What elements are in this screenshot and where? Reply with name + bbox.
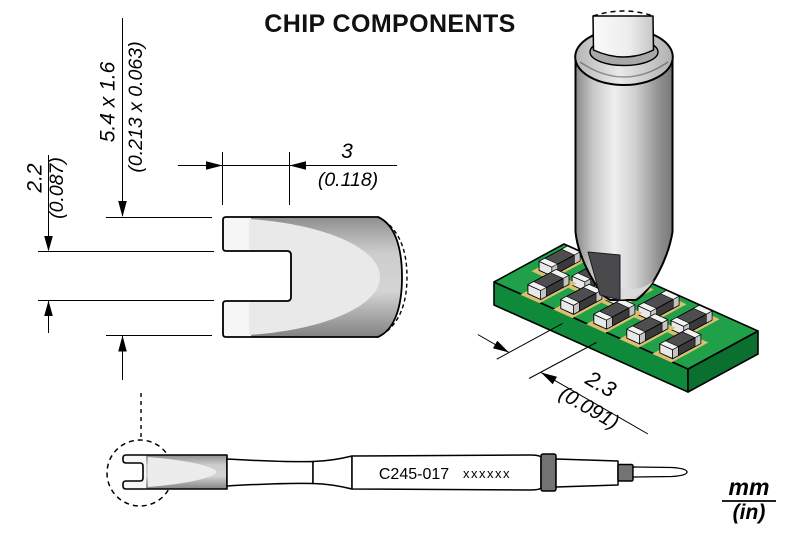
dim-slot-mm: 2.2 <box>24 163 47 194</box>
front-view-drawing: 5.4 x 1.6 (0.213 x 0.063) 2.2 (0.087) 3 … <box>24 18 408 380</box>
soldering-tip-3d <box>574 10 674 301</box>
dim-slot-in: (0.087) <box>46 157 68 219</box>
dim-overall-mm: 5.4 x 1.6 <box>97 61 120 142</box>
fork-notch-opening <box>587 251 621 301</box>
iso-illustration: 2.3 (0.091) <box>477 10 759 435</box>
page-title: CHIP COMPONENTS <box>264 10 516 38</box>
dimension-depth: 3 (0.118) <box>178 140 397 191</box>
hidden-cylinder-arc <box>377 216 408 338</box>
tip-rod <box>632 466 688 478</box>
units-metric: mm <box>729 474 770 500</box>
cartridge-shaft <box>226 453 688 492</box>
tip-front-shape <box>222 216 408 338</box>
cartridge-model-label: C245-017 <box>379 466 449 483</box>
cartridge-side-view: C245-017 xxxxxx <box>106 393 688 507</box>
units-imperial: (in) <box>733 501 766 524</box>
dimension-overall: 5.4 x 1.6 (0.213 x 0.063) <box>97 18 147 380</box>
dim-overall-in: (0.213 x 0.063) <box>125 41 147 172</box>
cartridge-marking-label: xxxxxx <box>463 466 511 481</box>
tip-side-shape <box>122 454 228 490</box>
extension-lines <box>38 152 290 336</box>
units-legend: mm (in) <box>722 474 776 524</box>
collar-1 <box>540 453 557 492</box>
shaft-break-dashed-arc <box>592 10 654 17</box>
dimension-slot: 2.2 (0.087) <box>24 155 68 333</box>
collar-2 <box>617 463 634 482</box>
dim-depth-mm: 3 <box>341 140 353 163</box>
dim-depth-in: (0.118) <box>318 169 378 191</box>
